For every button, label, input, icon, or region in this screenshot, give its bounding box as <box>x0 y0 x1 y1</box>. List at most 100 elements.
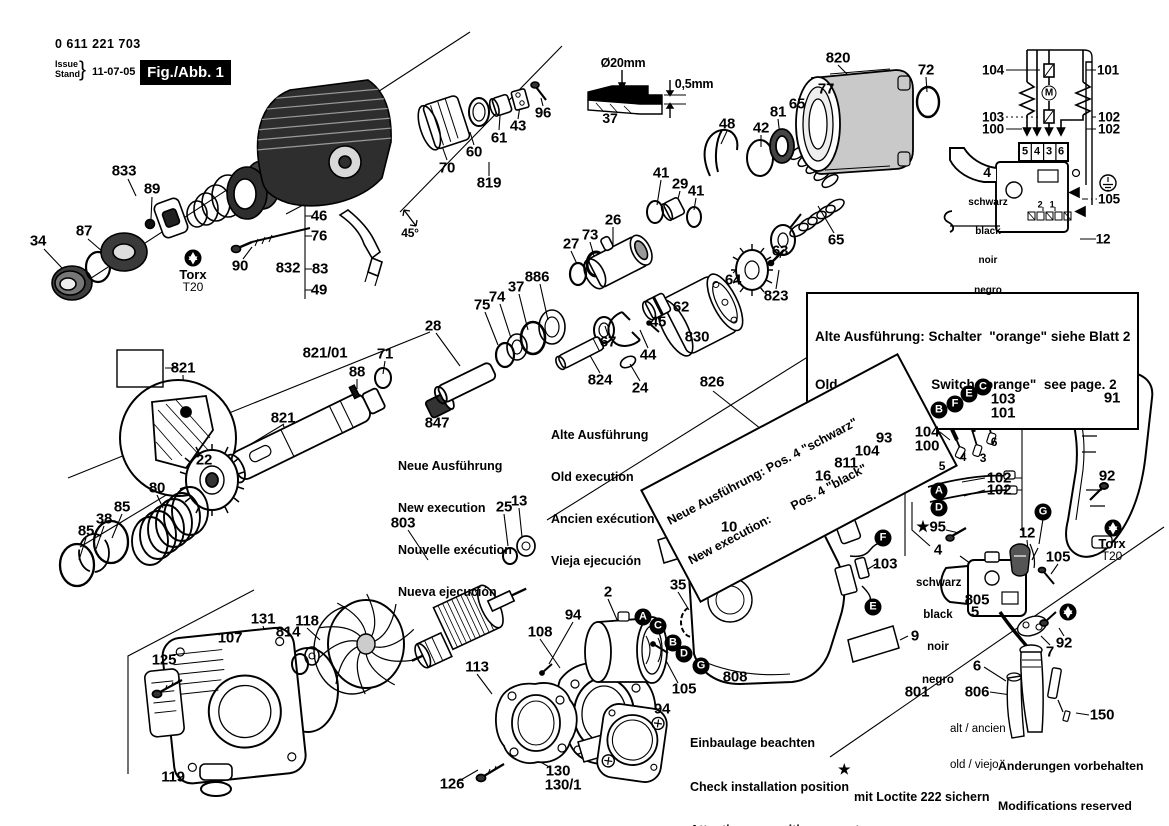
motor-housing-group <box>144 535 536 797</box>
part-label: 130/1 <box>544 776 582 794</box>
part-label: 0,5mm <box>674 76 714 91</box>
part-label: 103 <box>872 555 898 573</box>
part-label: 80 <box>148 479 166 497</box>
part-label: 85 <box>113 498 131 516</box>
modifications-note: Änderungen vorbehalten Modifications res… <box>998 734 1144 826</box>
circled-letter: G <box>692 657 710 675</box>
part-label: 48 <box>718 115 736 133</box>
install-position-note: Einbaulage beachten Check installation p… <box>690 707 859 826</box>
part-label: 76 <box>310 227 328 245</box>
part-label: 806 <box>964 683 990 701</box>
clutch-housing <box>703 68 941 177</box>
part-label: 6 <box>990 435 998 449</box>
part-label: 824 <box>587 371 613 389</box>
part-label: 65 <box>827 231 845 249</box>
part-label: 26 <box>604 211 622 229</box>
p4-color-en: black <box>923 608 953 621</box>
part-label: 103 <box>990 390 1016 408</box>
old-exec-es: Vieja ejecución <box>551 554 642 568</box>
part-label: 150 <box>1089 706 1115 724</box>
part-label: 826 <box>699 373 725 391</box>
torx-icons <box>184 249 1122 621</box>
circled-letter: M <box>1041 85 1057 101</box>
switch-color-note: schwarz black noir negro <box>966 178 1010 315</box>
part-label: 104 <box>982 62 1004 78</box>
torx-label: Torx <box>1098 536 1126 551</box>
part-label: 108 <box>527 623 553 641</box>
document-part-number: 0 611 221 703 <box>55 37 141 51</box>
part-label: 75 <box>473 296 491 314</box>
circled-letter: D <box>930 499 948 517</box>
spindle-group <box>58 349 455 588</box>
part-label: 3 <box>1046 145 1052 158</box>
circled-letter: A <box>634 608 652 626</box>
issue-stand-label: Issue Stand <box>55 59 80 79</box>
part-label: 4 <box>983 164 991 180</box>
part-label: 64 <box>724 271 742 289</box>
part-label: 102 <box>1098 109 1120 125</box>
part-label: Ø20mm <box>600 55 646 70</box>
color-de: schwarz <box>968 196 1008 208</box>
part-label: 24 <box>631 379 649 397</box>
part-label: 70 <box>438 159 456 177</box>
circled-letter: G <box>1034 503 1052 521</box>
part-label: 43 <box>509 117 527 135</box>
part-label: 130 <box>545 762 571 780</box>
part-label: 60 <box>465 143 483 161</box>
part-label: 5 <box>1022 145 1028 158</box>
part-label: 94 <box>564 606 582 624</box>
section-detail <box>587 70 686 118</box>
part-label: 4 <box>1034 145 1040 158</box>
gear-sleeve-parts <box>417 81 547 151</box>
part-label: 100 <box>914 437 940 455</box>
part-label: 104 <box>914 423 940 441</box>
part-label: 101 <box>1097 62 1119 78</box>
switch-cord-group <box>940 543 1071 739</box>
part-label: 9 <box>910 627 920 645</box>
part-label: 811 <box>834 454 858 472</box>
part-label: 1 <box>1049 199 1055 210</box>
part-label: 6 <box>972 657 982 675</box>
part-label: 107 <box>217 629 243 647</box>
old-switch-note-line-de: Alte Ausführung: Schalter "orange" siehe… <box>815 329 1131 344</box>
part-label: 71 <box>376 345 394 363</box>
circled-letter: E <box>864 598 882 616</box>
part-label: 16 <box>814 467 832 485</box>
part-label: 41 <box>687 182 705 200</box>
old-execution-note: Alte Ausführung Old execution Ancien exé… <box>551 400 655 596</box>
torx-t20-note-right: Torx T20 <box>1098 536 1126 563</box>
alt-806-es: old / viejo <box>950 759 999 771</box>
part-label: 72 <box>917 61 935 79</box>
part-label: 13 <box>510 492 528 510</box>
bearing-flanges <box>475 661 668 783</box>
part-label: 125 <box>151 651 177 669</box>
part-label: 41 <box>652 164 670 182</box>
loctite-de: mit Loctite 222 sichern <box>854 790 990 804</box>
torx-label: Torx <box>179 267 207 282</box>
part-label: 4 <box>933 541 943 559</box>
circled-letter: A <box>930 482 948 500</box>
part-label: 62 <box>672 298 690 316</box>
part-label: ★95 <box>916 518 946 536</box>
torx-size: T20 <box>1101 549 1123 563</box>
part-label: 833 <box>111 162 137 180</box>
part-label: 45 <box>649 313 667 331</box>
issue-date: 11-07-05 <box>92 66 136 78</box>
part-label: 12 <box>1018 524 1036 542</box>
loctite-note: mit Loctite 222 sichern secure with Loct… <box>854 760 992 826</box>
wiring-schematic <box>943 49 1117 233</box>
old-exec-fr: Ancien exécution <box>551 512 655 526</box>
part-label: 45° <box>401 226 419 240</box>
part-label: 94 <box>653 700 671 718</box>
part-label: 81 <box>769 103 787 121</box>
part-label: 105 <box>671 680 697 698</box>
part-label: 37 <box>507 278 525 296</box>
part-label: 105 <box>1098 191 1120 207</box>
part-label: 96 <box>534 104 552 122</box>
part-label: 25 <box>495 498 513 516</box>
install-note-en: Check installation position <box>690 779 850 794</box>
mods-de: Änderungen vorbehalten <box>998 759 1144 774</box>
part-label: 92 <box>1098 467 1116 485</box>
part-label: 85 <box>77 522 95 540</box>
part-label: 820 <box>825 49 851 67</box>
